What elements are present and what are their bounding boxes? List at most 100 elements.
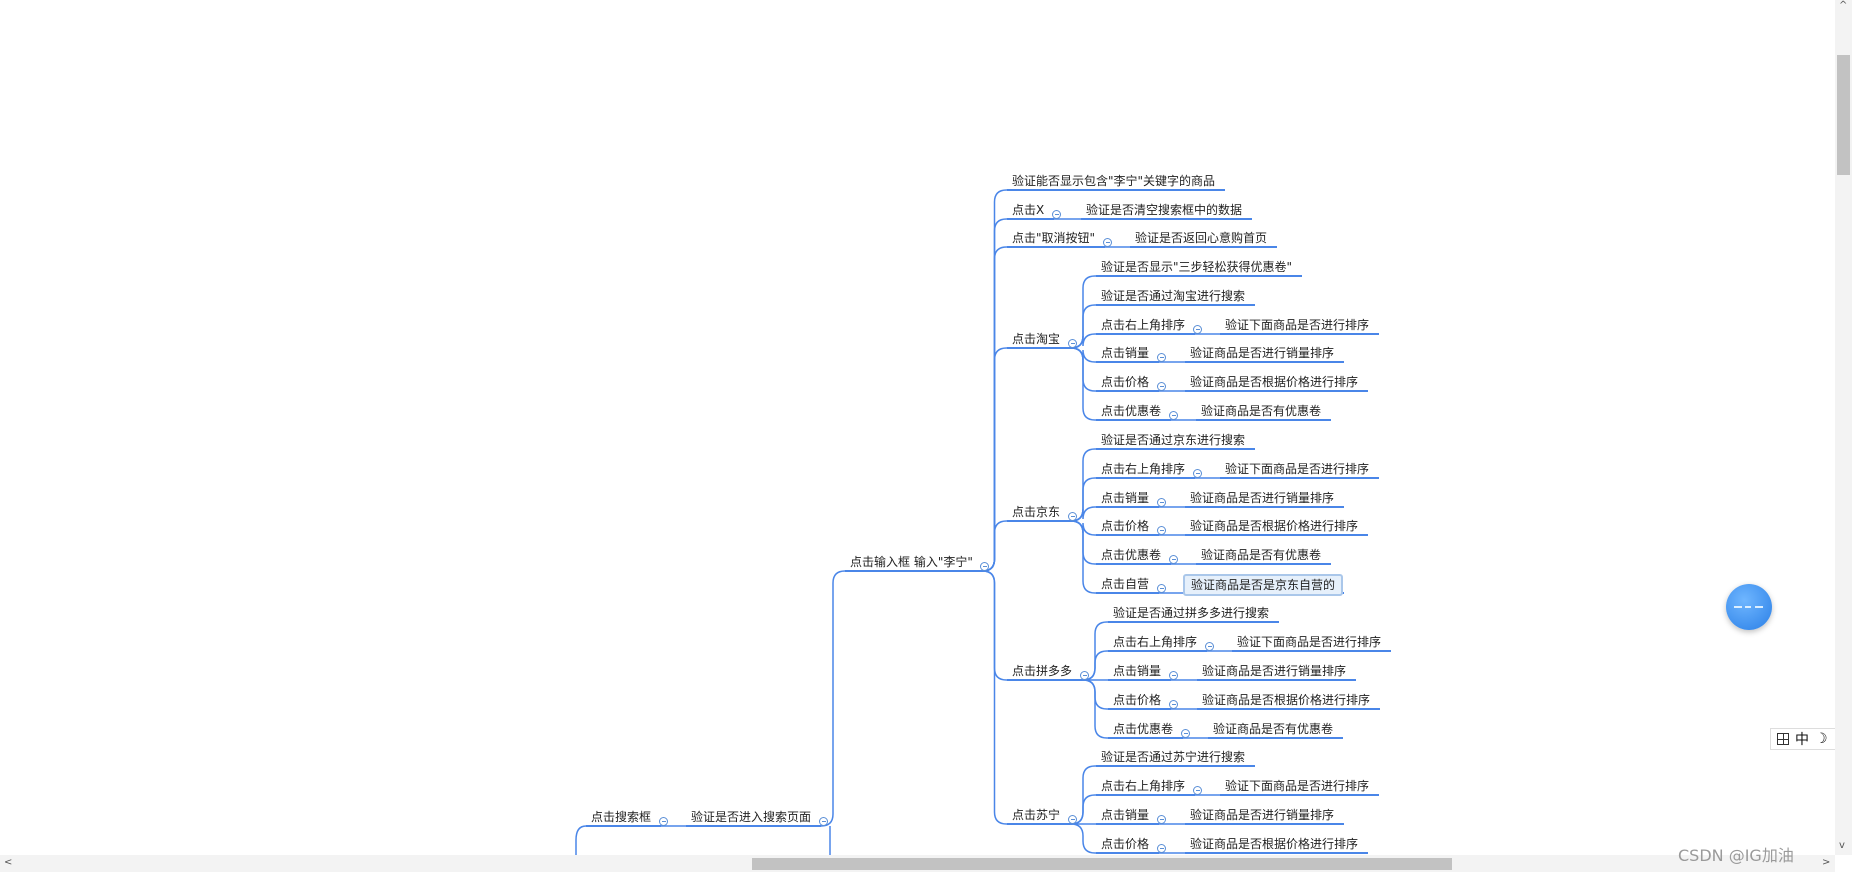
mindmap-node[interactable]: 验证商品是否根据价格进行排序 <box>1202 693 1371 707</box>
mindmap-node[interactable]: 验证是否显示"三步轻松获得优惠卷" <box>1101 260 1293 274</box>
connector-line <box>1082 679 1108 739</box>
mindmap-node[interactable]: 验证下面商品是否进行排序 <box>1225 462 1370 476</box>
mindmap-node[interactable]: 验证商品是否有优惠卷 <box>1201 548 1322 562</box>
connector-line <box>575 825 587 872</box>
collapse-toggle-icon[interactable] <box>1157 815 1166 824</box>
mindmap-node[interactable]: 验证商品是否进行销量排序 <box>1202 664 1347 678</box>
collapse-toggle-icon[interactable] <box>1205 642 1214 651</box>
vertical-scrollbar[interactable]: ^ v <box>1835 0 1852 855</box>
collapse-toggle-icon[interactable] <box>1157 844 1166 853</box>
mindmap-node[interactable]: 验证下面商品是否进行排序 <box>1225 318 1370 332</box>
mindmap-node[interactable]: 点击优惠卷 <box>1101 404 1162 418</box>
mindmap-node[interactable]: 验证能否显示包含"李宁"关键字的商品 <box>1012 174 1216 188</box>
mindmap-node[interactable]: 点击右上角排序 <box>1113 635 1198 649</box>
collapse-toggle-icon[interactable] <box>1068 339 1077 348</box>
mindmap-node[interactable]: 验证商品是否进行销量排序 <box>1190 808 1335 822</box>
mindmap-node[interactable]: 验证下面商品是否进行排序 <box>1225 779 1370 793</box>
mindmap-node[interactable]: 点击优惠卷 <box>1113 722 1174 736</box>
collapse-toggle-icon[interactable] <box>1068 512 1077 521</box>
horizontal-scrollbar[interactable]: < > <box>0 855 1835 872</box>
horizontal-scroll-thumb[interactable] <box>752 858 1452 870</box>
connector-line <box>1070 333 1096 349</box>
mindmap-node[interactable]: 验证商品是否根据价格进行排序 <box>1190 519 1359 533</box>
collapse-toggle-icon[interactable] <box>1157 526 1166 535</box>
connector-line <box>1070 823 1096 854</box>
collapse-toggle-icon[interactable] <box>1157 498 1166 507</box>
scroll-down-icon[interactable]: v <box>1839 840 1845 851</box>
collapse-toggle-icon[interactable] <box>1181 729 1190 738</box>
scroll-up-icon[interactable]: ^ <box>1839 0 1848 11</box>
watermark: CSDN @IG加油 <box>1678 846 1794 865</box>
dash-icon <box>1745 606 1751 608</box>
dash-icon <box>1734 606 1742 608</box>
mindmap-node[interactable]: 点击X <box>1012 203 1045 217</box>
mindmap-node[interactable]: 点击京东 <box>1012 505 1061 519</box>
mindmap-node[interactable]: 点击"取消按钮" <box>1012 231 1096 245</box>
mindmap-node[interactable]: 验证是否返回心意购首页 <box>1135 231 1268 245</box>
collapse-toggle-icon[interactable] <box>1169 411 1178 420</box>
mindmap-node[interactable]: 点击右上角排序 <box>1101 318 1186 332</box>
mindmap-node[interactable]: 验证是否通过苏宁进行搜索 <box>1101 750 1246 764</box>
collapse-toggle-icon[interactable] <box>980 562 989 571</box>
mindmap-node[interactable]: 点击价格 <box>1101 837 1150 851</box>
mindmap-node[interactable]: 验证是否通过淘宝进行搜索 <box>1101 289 1246 303</box>
collapse-toggle-icon[interactable] <box>1157 584 1166 593</box>
mindmap-node[interactable]: 点击价格 <box>1113 693 1162 707</box>
collapse-toggle-icon[interactable] <box>819 817 828 826</box>
mindmap-node[interactable]: 验证商品是否进行销量排序 <box>1190 346 1335 360</box>
mindmap-node[interactable]: 验证商品是否有优惠卷 <box>1201 404 1322 418</box>
collapse-toggle-icon[interactable] <box>1169 700 1178 709</box>
collapse-toggle-icon[interactable] <box>1068 815 1077 824</box>
scroll-right-icon[interactable]: > <box>1822 857 1831 868</box>
dash-icon <box>1755 606 1763 608</box>
mindmap-node[interactable]: 点击自营 <box>1101 577 1150 591</box>
moon-icon[interactable]: ☽ <box>1815 731 1828 747</box>
collapse-toggle-icon[interactable] <box>1157 353 1166 362</box>
connector-line <box>820 570 846 827</box>
connector-line <box>1070 506 1096 522</box>
grid-icon[interactable] <box>1777 733 1789 745</box>
mindmap-node[interactable]: 验证是否通过京东进行搜索 <box>1101 433 1246 447</box>
mindmap-node[interactable]: 点击苏宁 <box>1012 808 1061 822</box>
mindmap-node[interactable]: 点击右上角排序 <box>1101 779 1186 793</box>
mindmap-node[interactable]: 点击销量 <box>1113 664 1162 678</box>
collapse-toggle-icon[interactable] <box>659 817 668 826</box>
mindmap-node[interactable]: 验证商品是否根据价格进行排序 <box>1190 375 1359 389</box>
mindmap-node[interactable]: 验证是否进入搜索页面 <box>691 810 812 824</box>
mindmap-node[interactable]: 验证是否清空搜索框中的数据 <box>1086 203 1243 217</box>
mindmap-node[interactable]: 验证下面商品是否进行排序 <box>1237 635 1382 649</box>
ime-lang-toggle[interactable]: 中 <box>1795 732 1809 748</box>
mindmap-node[interactable]: 点击优惠卷 <box>1101 548 1162 562</box>
collapse-toggle-icon[interactable] <box>1103 238 1112 247</box>
mindmap-node[interactable]: 验证商品是否进行销量排序 <box>1190 491 1335 505</box>
floating-assistant-button[interactable] <box>1726 584 1772 630</box>
mindmap-node[interactable]: 点击销量 <box>1101 808 1150 822</box>
mindmap-node[interactable]: 验证商品是否是京东自营的 <box>1183 574 1344 596</box>
mindmap-node[interactable]: 点击输入框 输入"李宁" <box>850 555 973 569</box>
mindmap-node[interactable]: 点击价格 <box>1101 375 1150 389</box>
mindmap-node[interactable]: 点击右上角排序 <box>1101 462 1186 476</box>
collapse-toggle-icon[interactable] <box>1157 382 1166 391</box>
collapse-toggle-icon[interactable] <box>1052 210 1061 219</box>
connector-line <box>1070 347 1096 421</box>
mindmap-node[interactable]: 点击搜索框 <box>591 810 652 824</box>
connector-line <box>1070 520 1096 594</box>
collapse-toggle-icon[interactable] <box>1193 786 1202 795</box>
mindmap-node[interactable]: 验证是否通过拼多多进行搜索 <box>1113 606 1270 620</box>
collapse-toggle-icon[interactable] <box>1193 325 1202 334</box>
mindmap-node[interactable]: 点击销量 <box>1101 491 1150 505</box>
collapse-toggle-icon[interactable] <box>1193 469 1202 478</box>
connector-line <box>982 520 1007 572</box>
mindmap-node[interactable]: 点击价格 <box>1101 519 1150 533</box>
mindmap-node[interactable]: 点击淘宝 <box>1012 332 1061 346</box>
mindmap-node[interactable]: 点击拼多多 <box>1012 664 1073 678</box>
mindmap-node[interactable]: 点击销量 <box>1101 346 1150 360</box>
mindmap-node[interactable]: 验证商品是否根据价格进行排序 <box>1190 837 1359 851</box>
scroll-left-icon[interactable]: < <box>4 857 13 868</box>
vertical-scroll-thumb[interactable] <box>1837 55 1850 175</box>
collapse-toggle-icon[interactable] <box>1169 555 1178 564</box>
collapse-toggle-icon[interactable] <box>1080 671 1089 680</box>
mindmap-node[interactable]: 验证商品是否有优惠卷 <box>1213 722 1334 736</box>
collapse-toggle-icon[interactable] <box>1169 671 1178 680</box>
